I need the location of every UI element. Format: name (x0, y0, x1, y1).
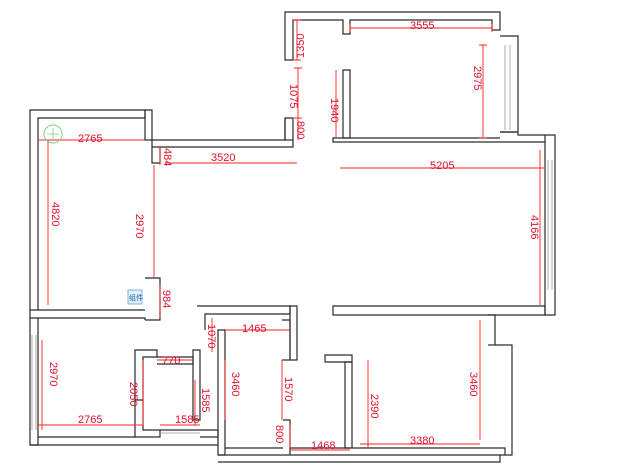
dimension-lines (38, 19, 545, 451)
dim-1465: 1465 (242, 323, 266, 335)
dim-2970-mid: 2970 (133, 214, 145, 238)
dim-2390: 2390 (368, 394, 380, 418)
dim-770: 770 (162, 355, 180, 367)
dim-1585-h: 1585 (175, 414, 199, 426)
dim-484: 484 (161, 148, 173, 166)
dim-984: 984 (160, 290, 172, 308)
dim-4166: 4166 (528, 215, 540, 239)
dim-5205: 5205 (430, 160, 454, 172)
component-tag: 组件 (127, 289, 143, 305)
dim-1468: 1468 (311, 440, 335, 452)
dim-2050: 2050 (127, 382, 139, 406)
dim-800-bot: 800 (273, 425, 285, 443)
dim-1350: 1350 (295, 34, 307, 58)
dim-2765-top: 2765 (78, 133, 102, 145)
dimension-labels: 3555 1350 2975 1075 1940 800 2765 484 35… (47, 20, 540, 452)
dim-2765-bot: 2765 (78, 414, 102, 426)
dim-1070: 1070 (205, 324, 217, 348)
dim-3555: 3555 (410, 20, 434, 32)
dim-1075: 1075 (287, 84, 299, 108)
component-tag-label: 组件 (129, 293, 143, 302)
dim-4820: 4820 (49, 202, 61, 226)
dim-1940: 1940 (328, 98, 340, 122)
dim-3460-a: 3460 (229, 372, 241, 396)
dim-2975: 2975 (471, 66, 483, 90)
dim-3520: 3520 (211, 152, 235, 164)
dim-800-top: 800 (294, 121, 306, 139)
dim-1570: 1570 (282, 377, 294, 401)
dim-3460-b: 3460 (467, 372, 479, 396)
dim-3380: 3380 (410, 435, 434, 447)
compass-icon (43, 124, 63, 144)
dim-2970-left: 2970 (47, 362, 59, 386)
dim-1585-v: 1585 (199, 388, 211, 412)
